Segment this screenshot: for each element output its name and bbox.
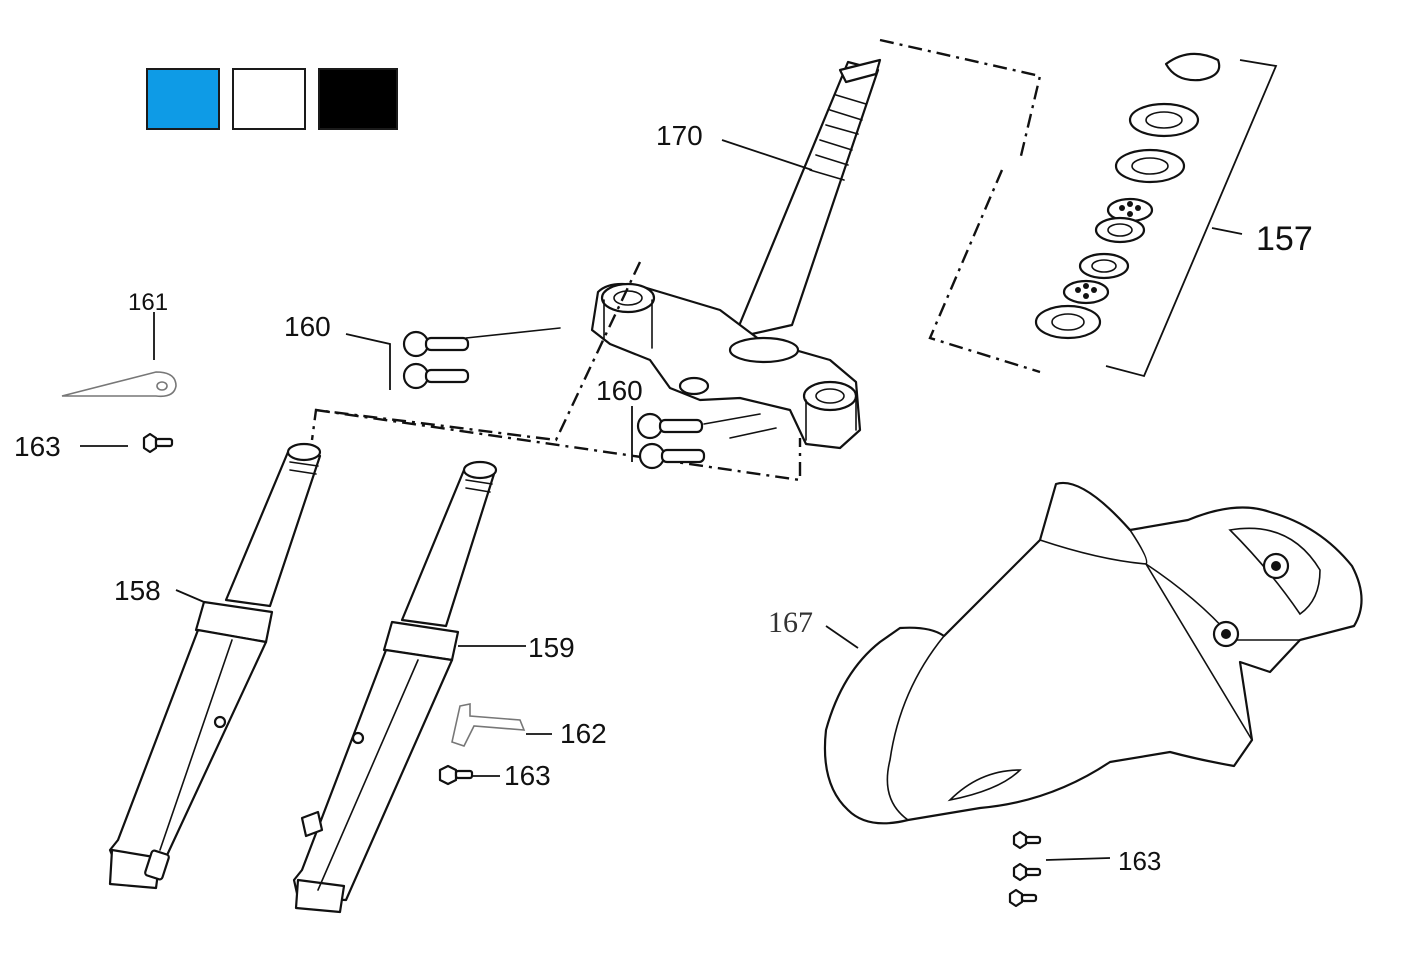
steering-bearing-set-157[interactable] (1034, 52, 1221, 340)
callout-163-bracket: 163 (504, 760, 551, 791)
callout-160-upper: 160 (284, 311, 331, 342)
color-swatch-blue[interactable] (146, 68, 220, 130)
callout-162: 162 (560, 718, 607, 749)
leader-170 (721, 139, 813, 171)
steering-stem-part-170[interactable] (732, 58, 882, 340)
leader-167 (825, 625, 859, 649)
leader-157 (1211, 227, 1243, 235)
callout-163-reflector: 163 (14, 431, 61, 462)
front-fender-167[interactable] (823, 481, 1363, 825)
screws-163-fender[interactable] (1008, 830, 1042, 908)
triple-clamp[interactable] (590, 282, 862, 450)
bracket-157 (1105, 59, 1278, 378)
callout-160-lower: 160 (596, 375, 643, 406)
callout-170: 170 (656, 120, 703, 151)
screw-163-bracket[interactable] (438, 764, 474, 786)
bolt-160-lower[interactable] (636, 412, 777, 470)
bolt-160-upper[interactable] (402, 327, 561, 390)
brake-hose-bracket-162[interactable] (451, 703, 526, 747)
leader-163-c (1045, 857, 1111, 861)
reflector-161[interactable] (61, 371, 177, 398)
callout-163-fender: 163 (1118, 846, 1161, 876)
callout-161: 161 (128, 289, 168, 316)
callout-158: 158 (114, 575, 161, 606)
fork-leg-159[interactable] (292, 460, 498, 914)
leader-160-a (345, 333, 391, 390)
color-swatch-white[interactable] (232, 68, 306, 130)
callout-157: 157 (1256, 220, 1313, 258)
color-swatch-black[interactable] (318, 68, 398, 130)
callout-167: 167 (768, 606, 813, 639)
fork-leg-158[interactable] (108, 442, 322, 890)
callout-159: 159 (528, 632, 575, 663)
screw-163-reflector[interactable] (142, 432, 174, 454)
leader-158 (175, 589, 205, 603)
